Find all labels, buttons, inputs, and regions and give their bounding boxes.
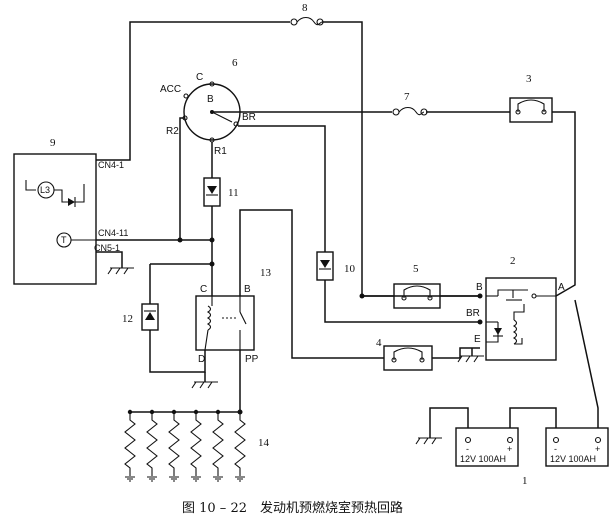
relay-3 [509,97,553,123]
label-relay2-br: BR [466,308,480,319]
wire-cn5-1-ground [96,251,123,268]
label-number-6: 6 [232,57,238,69]
label-number-3: 3 [526,73,532,85]
relay-5 [393,283,441,309]
glow-plug-junction-dot [215,409,221,415]
label-sensor-t: T [61,235,67,245]
label-switch-br: BR [242,112,256,123]
label-battery-right-neg: - [554,444,557,454]
glow-plug-ground-icon [235,476,245,482]
fuse-8 [290,16,324,26]
label-cn4-11: CN4-11 [98,228,128,238]
wire-switch-b-to-fuse7 [212,111,576,297]
label-battery-left-rating: 12V 100AH [460,454,506,464]
junction-dots [177,237,483,415]
ground-battery [415,437,442,445]
label-cn4-1: CN4-1 [98,160,124,170]
glow-plug-ground-icon [147,476,157,482]
label-number-7: 7 [404,91,410,103]
label-number-8: 8 [302,2,308,14]
relay-4 [383,345,433,371]
wire-switch-br [238,125,480,323]
glow-plug-resistor [124,412,136,476]
diode-12 [141,303,159,331]
wire-batteries [429,299,599,438]
diode-10 [316,251,334,281]
glow-plug-resistor [212,412,224,476]
glow-plug-ground-icon [169,476,179,482]
label-switch-acc: ACC [160,84,181,95]
wire-switch-r2 [179,117,185,240]
label-relay13-pp: PP [245,354,259,365]
label-relay2-a: A [558,282,565,293]
controller-9 [13,153,97,285]
label-battery-left-neg: - [466,444,469,454]
glow-plug-ground-icon [125,476,135,482]
label-number-12: 12 [122,313,133,325]
label-relay13-b: B [244,284,251,295]
label-number-4: 4 [376,337,382,349]
label-number-5: 5 [413,263,419,275]
glow-plug-junction-dot [193,409,199,415]
relay-13 [195,295,255,351]
key-switch-6 [182,81,241,143]
fuse-7 [392,106,428,116]
label-number-9: 9 [50,137,56,149]
label-number-1: 1 [522,475,528,487]
glow-plug-resistor [190,412,202,476]
glow-plug-resistor [234,412,246,476]
label-relay13-c: C [200,284,207,295]
glow-plugs-14 [124,409,246,482]
glow-plug-junction-dot [171,409,177,415]
glow-plug-resistor [146,412,158,476]
glow-plug-resistor [168,412,180,476]
wire-relay13-b [239,209,480,359]
label-battery-right-pos: + [595,444,600,454]
battery-right [545,427,609,467]
glow-plug-junction-dot [237,409,243,415]
label-number-11: 11 [228,187,239,199]
wire-top-fuse8 [96,21,480,297]
glow-plug-ground-icon [191,476,201,482]
glow-plug-junction-dot [127,409,133,415]
diode-11 [203,177,221,207]
ground-relay13 [191,381,218,389]
relay-2 [485,277,557,361]
wire-relay13-branches [149,263,213,382]
label-number-2: 2 [510,255,516,267]
label-number-14: 14 [258,437,270,449]
label-battery-left-pos: + [507,444,512,454]
label-relay13-d: D [198,354,205,365]
label-lamp-l3: L3 [40,185,50,195]
label-switch-r2: R2 [166,126,179,137]
label-number-13: 13 [260,267,272,279]
glow-plug-junction-dot [149,409,155,415]
label-switch-c: C [196,72,203,83]
battery-left [455,427,519,467]
label-switch-r1: R1 [214,146,227,157]
glow-plug-ground-icon [213,476,223,482]
label-battery-right-rating: 12V 100AH [550,454,596,464]
ground-relay2 [457,355,484,363]
label-relay2-e: E [474,334,481,345]
figure-caption: 图 10 – 22 发动机预燃烧室预热回路 [182,500,403,516]
label-cn5-1: CN5-1 [94,243,120,253]
ground-cn5-1 [107,267,134,275]
label-switch-b: B [207,94,214,105]
label-relay2-b: B [476,282,483,293]
label-number-10: 10 [344,263,356,275]
